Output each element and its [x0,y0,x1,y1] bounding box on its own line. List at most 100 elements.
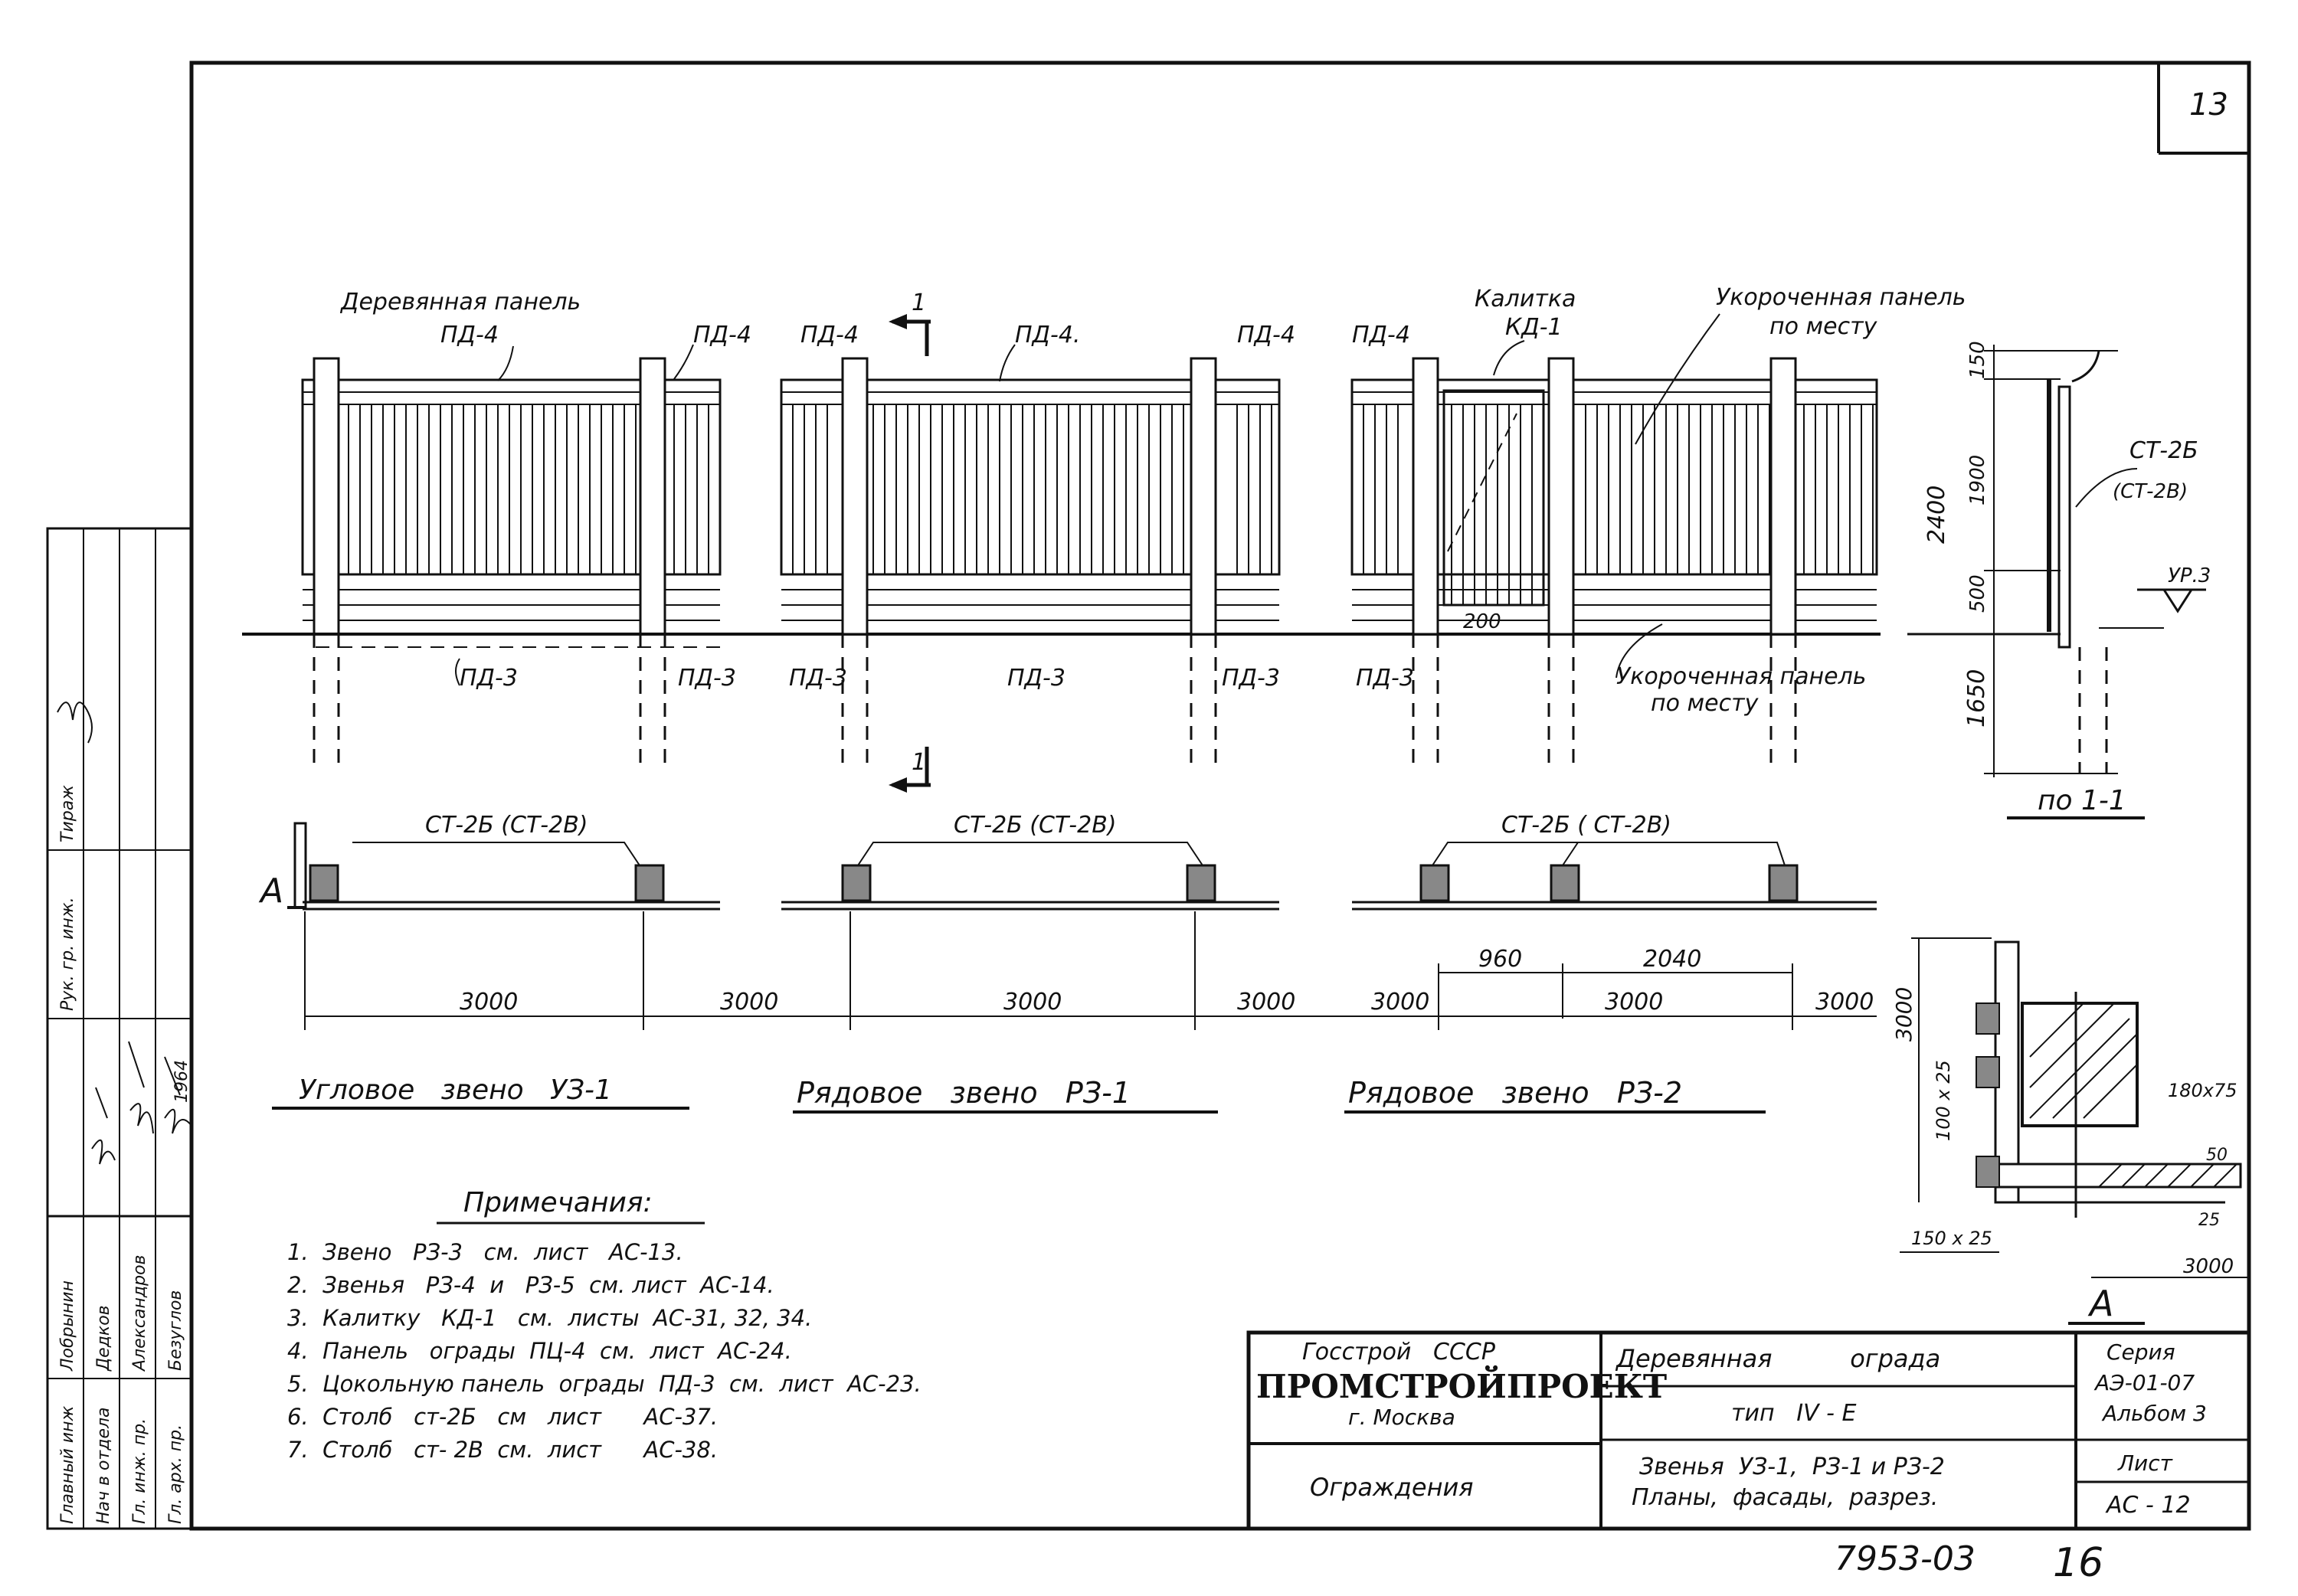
stamp-year: 1964 [172,1060,192,1103]
org-line-3: г. Москва [1348,1405,1455,1430]
label-rz1-pd3-a: ПД-3 [789,665,847,692]
dim-3000-4: 3000 [1237,989,1295,1015]
note-5: 5. Цокольную панель ограды ПД-3 см. лист… [287,1371,921,1397]
org-line-2: ПРОМСТРОЙПРОЕКТ [1256,1365,1667,1405]
note-2: 2. Звенья РЗ-4 и РЗ-5 см. лист АС-14. [287,1272,774,1298]
elevation-uz1: Деревянная панель ПД-4 ПД-4 ПД-3 ПД-3 [301,289,751,767]
dim-3000-7: 3000 [1815,989,1874,1015]
title-uz1: Угловое звено УЗ-1 [299,1074,612,1106]
tb-series-label: Серия [2106,1339,2175,1365]
tb-desc-line-1: Звенья УЗ-1, РЗ-1 и РЗ-2 [1639,1454,1945,1480]
dim-3000-5: 3000 [1371,989,1429,1015]
stamp-role-1: Главный инж [58,1406,77,1524]
post-uz1-b [639,357,666,636]
note-7: 7. Столб ст- 2В см. лист АС-38. [287,1437,718,1463]
tb-section: Ограждения [1310,1473,1474,1502]
section-level: УР.3 [2168,564,2211,587]
dim-2040: 2040 [1643,946,1701,973]
section-mark-bottom: 1 [912,749,926,776]
stamp-name-2: Дедков [94,1305,113,1372]
signature-4 [164,1056,192,1134]
tb-type-line: тип IV - Е [1731,1400,1856,1427]
elevation-rz1: ПД-4 ПД-4. ПД-4 ПД-3 ПД-3 ПД-3 1 1 [780,289,1295,793]
org-line-1: Госстрой СССР [1302,1339,1496,1365]
stamp-header-1: Рук. гр. инж. [58,897,77,1011]
label-gate-code: КД-1 [1505,314,1563,341]
label-short-panel-bottom: Укороченная панель [1616,663,1866,690]
tb-desc-line-2: Планы, фасады, разрез. [1632,1484,1938,1511]
title-rz2: Рядовое звено РЗ-2 [1348,1076,1682,1110]
post-rz1-b [1190,357,1217,636]
label-short-panel-top-2: по месту [1769,313,1878,340]
notes-heading: Примечания: [463,1187,653,1218]
dim-150: 150 [1966,341,1989,379]
label-uz1-pd4-b: ПД-4 [693,322,751,348]
detail-dim-180x75: 180x75 [2168,1080,2237,1101]
elevation-rz2: ПД-4 Калитка КД-1 Укороченная панель по … [1350,284,1966,767]
view-titles: Угловое звено УЗ-1 Рядовое звено РЗ-1 Ря… [272,1074,1766,1114]
section-mark-top: 1 [912,289,926,316]
label-uz1-pd4-a: ПД-4 [440,322,499,348]
title-rz1: Рядовое звено РЗ-1 [797,1076,1131,1110]
detail-a: 3000 100 x 25 180x75 150 x 25 50 25 3000… [1891,937,2248,1325]
label-wood-panel: Деревянная панель [339,289,581,316]
plan-marker-a: А [258,872,283,911]
label-rz1-pd3-b: ПД-3 [1007,665,1066,692]
detail-title: А [2087,1283,2113,1324]
notes: Примечания: 1. Звено РЗ-3 см. лист АС-13… [287,1187,921,1463]
section-title: по 1-1 [2038,785,2126,816]
signature-3 [128,1041,154,1134]
title-block: Госстрой СССР ПРОМСТРОЙПРОЕКТ г. Москва … [1246,1330,2251,1531]
dim-3000-1: 3000 [460,989,518,1015]
detail-dim-3000-h: 3000 [2183,1255,2234,1278]
signature-2 [91,1087,116,1165]
tb-sheet-label: Лист [2117,1450,2173,1476]
label-rz1-pd4-b: ПД-4. [1015,322,1080,348]
detail-dim-3000-v: 3000 [1891,987,1917,1042]
note-1: 1. Звено РЗ-3 см. лист АС-13. [287,1239,683,1265]
stamp-name-1: Лобрынин [58,1280,77,1372]
label-rz1-pd3-c: ПД-3 [1222,665,1280,692]
tb-series-value: АЭ-01-07 [2093,1370,2195,1395]
tb-album: Альбом 3 [2101,1401,2207,1426]
section-post-label-alt: (СТ-2В) [2113,480,2188,503]
label-uz1-pd3-a: ПД-3 [460,665,518,692]
detail-dim-150x25: 150 x 25 [1911,1228,1992,1249]
sheet-number: 13 [2189,87,2228,123]
dim-3000-2: 3000 [720,989,778,1015]
section-post-label: СТ-2Б [2129,437,2198,464]
label-short-panel-bottom-2: по месту [1651,690,1760,717]
plans-row: А СТ-2Б (СТ-2В) СТ-2Б (СТ-2В) СТ-2Б ( СТ… [258,812,1877,1030]
plan-post-note-3: СТ-2Б ( СТ-2В) [1501,812,1671,839]
stamp-role-4: Гл. арх. пр. [166,1424,185,1524]
section-1-1: 150 1900 2400 500 1650 СТ-2Б (СТ-2В) УР.… [1907,341,2211,819]
detail-dim-25: 25 [2198,1211,2220,1230]
level-triangle [2137,588,2206,613]
dim-3000-6: 3000 [1605,989,1663,1015]
label-rz2-pd3-a: ПД-3 [1356,665,1414,692]
plan-post-note-1: СТ-2Б (СТ-2В) [425,812,588,839]
dim-1650: 1650 [1963,669,1990,728]
gate-kd1 [1442,389,1545,607]
dim-500: 500 [1966,574,1989,613]
side-stamp: Главный инж Нач в отдела Гл. инж. пр. Гл… [46,527,193,1530]
stamp-name-4: Безуглов [166,1290,185,1371]
dim-200: 200 [1463,610,1501,633]
dim-960: 960 [1478,946,1522,973]
label-rz2-pd4-a: ПД-4 [1352,322,1410,348]
archive-page: 16 [2053,1540,2103,1586]
note-3: 3. Калитку КД-1 см. листы АС-31, 32, 34. [287,1305,812,1331]
label-uz1-pd3-b: ПД-3 [678,665,736,692]
tb-title-line-1: Деревянная ограда [1615,1344,1940,1373]
stamp-header-2: Тираж [58,785,77,842]
note-4: 4. Панель ограды ПЦ-4 см. лист АС-24. [287,1338,792,1364]
stamp-role-3: Гл. инж. пр. [130,1418,149,1524]
note-6: 6. Столб ст-2Б см лист АС-37. [287,1404,718,1430]
post-rz1-a [841,357,869,636]
label-rz1-pd4-c: ПД-4 [1237,322,1295,348]
tb-sheet-value: АС - 12 [2105,1492,2191,1519]
post-uz1-a [313,357,340,636]
stamp-role-2: Нач в отдела [94,1407,113,1524]
post-rz2-c [1769,357,1797,636]
